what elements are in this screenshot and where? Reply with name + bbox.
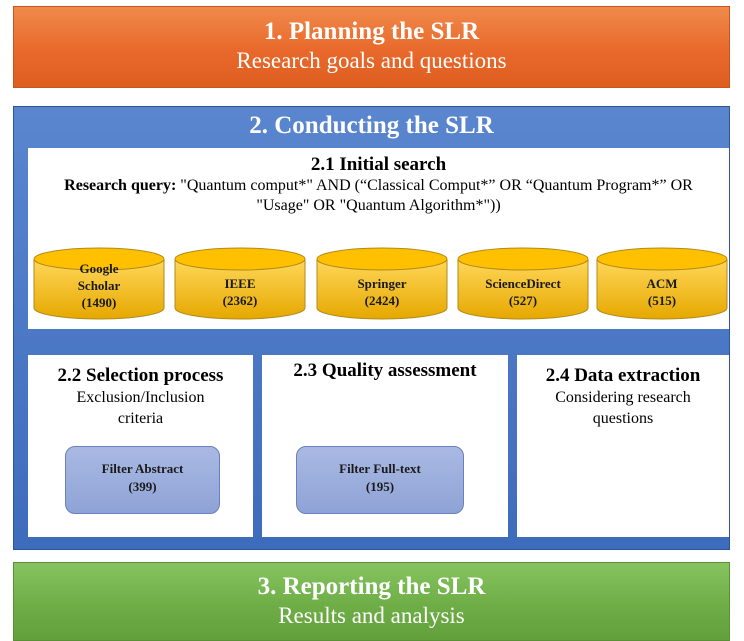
database-name: ScienceDirect [485,276,561,291]
planning-title: 1. Planning the SLR [263,18,480,45]
database-count: (2424) [364,293,400,308]
database-cylinder-icon [316,247,448,320]
planning-subtitle: Research goals and questions [236,48,507,73]
initial-search-title: 2.1 Initial search [310,154,447,175]
database-count: (527) [508,293,538,308]
research-query-text: "Quantum comput*" AND (“Classical Comput… [176,177,693,214]
filter-abstract-count: (399) [128,479,157,494]
database-name: ACM [646,276,678,291]
reporting-title: 3. Reporting the SLR [257,573,486,600]
database-springer: Springer (2424) [316,247,448,320]
quality-assessment-title: 2.3 Quality assessment [293,360,477,381]
filter-fulltext-label: Filter Full-text [339,461,421,476]
database-cylinder-icon [596,247,728,320]
selection-process-title: 2.2 Selection process [57,365,224,386]
database-count: (1490) [81,295,117,310]
database-cylinder-icon [174,247,306,320]
filter-abstract-label: Filter Abstract [101,461,184,476]
database-cylinder-icon [33,247,165,320]
data-extraction-desc: Considering research questions [555,389,691,427]
filter-fulltext-box: Filter Full-text (195) [296,446,464,514]
reporting-subtitle: Results and analysis [278,603,465,628]
conducting-title: 2. Conducting the SLR [249,112,494,139]
database-name-line2: Scholar [77,278,121,293]
filter-abstract-box: Filter Abstract (399) [65,446,220,514]
planning-phase-box: 1. Planning the SLR Research goals and q… [13,6,730,88]
database-sciencedirect: ScienceDirect (527) [457,247,589,320]
database-ieee: IEEE (2362) [174,247,306,320]
reporting-phase-box: 3. Reporting the SLR Results and analysi… [13,562,730,641]
database-name: Springer [357,276,407,291]
database-count: (2362) [222,293,258,308]
database-google-scholar: Google Scholar (1490) [33,247,165,320]
selection-process-desc: Exclusion/Inclusion criteria [76,389,205,427]
data-extraction-panel: 2.4 Data extraction Considering research… [517,355,729,537]
database-acm: ACM (515) [596,247,728,320]
database-name: IEEE [224,276,256,291]
database-cylinder-icon [457,247,589,320]
research-query: Research query: "Quantum comput*" AND (“… [28,176,729,216]
data-extraction-title: 2.4 Data extraction [545,365,701,386]
filter-fulltext-count: (195) [365,479,395,494]
research-query-label: Research query: [64,177,177,194]
database-count: (515) [647,293,677,308]
database-name: Google [79,261,119,276]
